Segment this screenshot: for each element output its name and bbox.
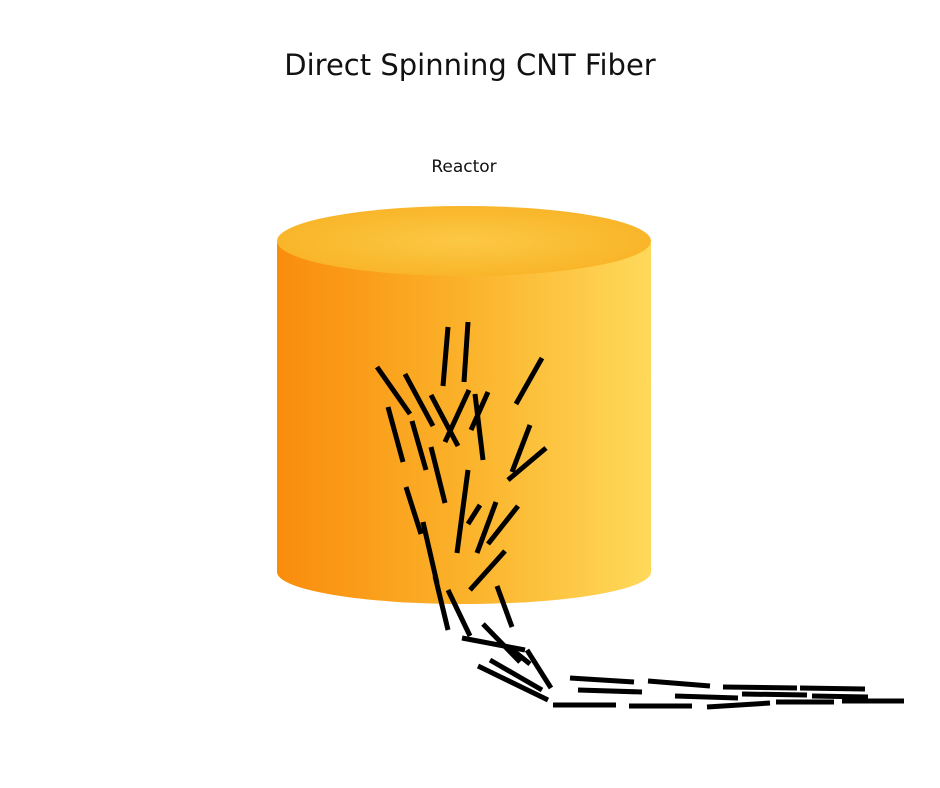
cnt-strand-21: [468, 549, 507, 592]
cnt-strand-33: [722, 684, 798, 691]
cnt-strand-2: [461, 321, 471, 383]
cnt-strand-41: [706, 700, 771, 710]
cnt-strand-30: [488, 657, 544, 693]
cnt-strand-34: [799, 685, 866, 692]
cnt-strand-3: [513, 356, 545, 406]
cnt-strand-18: [486, 504, 520, 546]
cnt-strand-14: [506, 446, 548, 482]
cnt-strand-16: [465, 503, 483, 526]
cnt-strand-15: [454, 469, 471, 554]
cnt-strand-26: [461, 635, 526, 653]
reactor-body: [277, 243, 651, 604]
cnt-strand-8: [472, 393, 486, 461]
cnt-strand-23: [445, 588, 473, 638]
cnt-strand-36: [674, 693, 739, 701]
cnt-strand-10: [385, 406, 406, 463]
cnt-strand-28: [524, 648, 554, 690]
cnt-strand-5: [402, 372, 436, 428]
cnt-strand-17: [474, 501, 499, 554]
cnt-strand-12: [428, 446, 448, 504]
cnt-strand-31: [569, 675, 635, 685]
cnt-strand-29: [476, 663, 550, 703]
cnt-strand-27: [508, 646, 532, 666]
reactor-cylinder: [277, 206, 651, 604]
cnt-strand-1: [440, 326, 451, 387]
cnt-strand-19: [403, 486, 424, 535]
cnt-strand-38: [811, 693, 869, 700]
reactor-label: Reactor: [431, 157, 497, 177]
cnt-strand-9: [468, 390, 491, 432]
cnt-strand-4: [374, 365, 413, 416]
cnt-strand-6: [428, 393, 461, 448]
cnt-strand-37: [741, 691, 808, 698]
cnt-fiber-strands: [374, 321, 904, 710]
cnt-strand-20: [420, 521, 440, 584]
cnt-strand-35: [577, 687, 643, 695]
cnt-strand-11: [409, 420, 429, 471]
diagram-title: Direct Spinning CNT Fiber: [284, 48, 656, 82]
cnt-strand-13: [509, 424, 533, 473]
cnt-strand-22: [432, 575, 451, 631]
cnt-strand-32: [647, 678, 711, 689]
cnt-strand-24: [494, 585, 515, 628]
reactor-top: [277, 206, 651, 276]
cnt-strand-7: [442, 388, 472, 444]
